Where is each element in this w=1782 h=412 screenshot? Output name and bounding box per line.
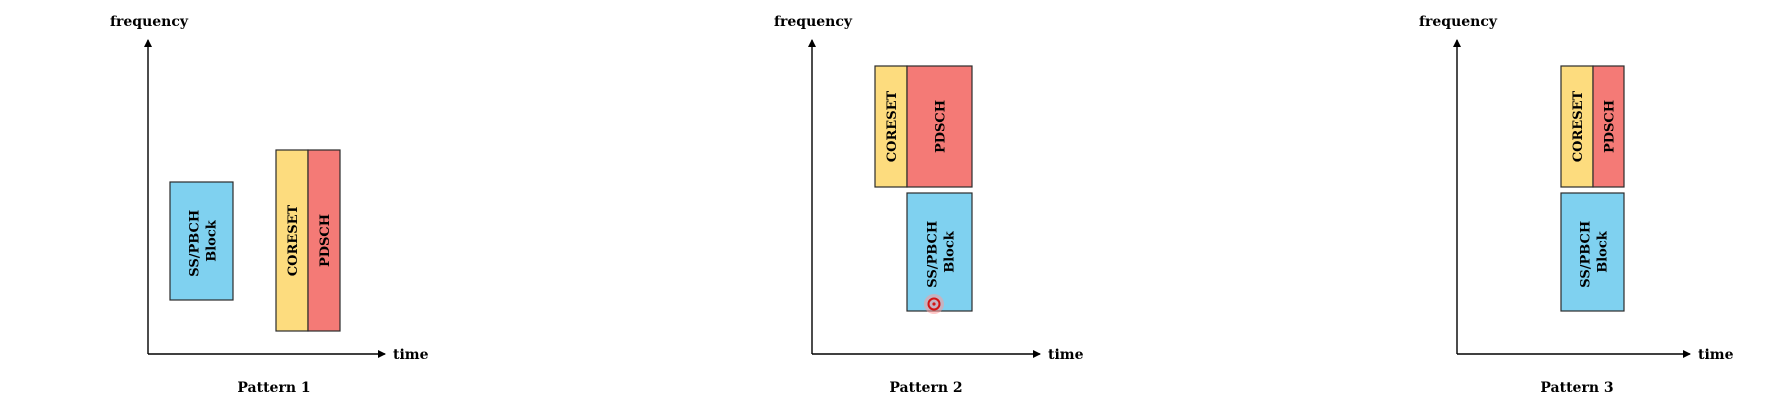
pdsch-label-line: PDSCH [318,214,333,267]
coreset-block: CORESET [1560,65,1594,188]
frequency-axis-label: frequency [110,14,189,30]
ss-pbch-block-label: SS/PBCH Block [188,205,220,276]
pattern-3: frequency time Pattern 3 CORESET PDSCH S… [1419,14,1734,396]
pdsch-block: PDSCH [906,65,973,188]
ss-pbch-label-line-1: SS/PBCH [926,221,941,288]
pdsch-block-label: PDSCH [318,214,333,267]
ss-pbch-label-line-2: Block [943,230,958,273]
ss-pbch-block-rect [1560,192,1625,312]
ss-pbch-block-label: SS/PBCH Block [926,216,958,287]
mouse-cursor-indicator [924,294,944,314]
ss-pbch-block: SS/PBCH Block [169,181,234,301]
pattern-2: frequency time Pattern 2 CORESET PDSCH S… [774,14,1084,396]
pdsch-block-rect [906,65,973,188]
frequency-axis-label: frequency [774,14,853,30]
pattern-caption: Pattern 3 [1540,380,1613,396]
pdsch-block: PDSCH [1592,65,1625,188]
coreset-block-rect [275,149,309,332]
pdsch-label-line: PDSCH [934,100,949,153]
ss-pbch-label-line-1: SS/PBCH [188,210,203,277]
ss-pbch-block-label: SS/PBCH Block [1579,216,1611,287]
coreset-block-label: CORESET [885,90,900,162]
coreset-block-label: CORESET [286,204,301,276]
pdsch-block-rect [307,149,341,332]
pdsch-block-label: PDSCH [934,100,949,153]
pattern-caption: Pattern 1 [237,380,310,396]
time-axis-label: time [1048,347,1084,363]
coreset-label-line: CORESET [885,90,900,162]
ss-pbch-block-rect [169,181,234,301]
coreset-block: CORESET [275,149,309,332]
ss-pbch-block: SS/PBCH Block [1560,192,1625,312]
coreset-block: CORESET [874,65,908,188]
ss-pbch-block: SS/PBCH Block [906,192,973,312]
ss-pbch-block-rect [906,192,973,312]
cursor-ring [927,297,941,311]
coreset-block-rect [1560,65,1594,188]
cursor-dot [932,302,936,306]
coreset-label-line: CORESET [1571,90,1586,162]
ss-pbch-label-line-2: Block [1596,230,1611,273]
ss-pbch-label-line-2: Block [205,219,220,262]
time-axis-label: time [393,347,429,363]
coreset-block-label: CORESET [1571,90,1586,162]
pdsch-block-rect [1592,65,1625,188]
pattern-1: frequency time Pattern 1 SS/PBCH Block C… [110,14,429,396]
pdsch-block: PDSCH [307,149,341,332]
frequency-axis-label: frequency [1419,14,1498,30]
coreset-label-line: CORESET [286,204,301,276]
pattern-caption: Pattern 2 [889,380,962,396]
ss-pbch-label-line-1: SS/PBCH [1579,221,1594,288]
pdsch-label-line: PDSCH [1603,100,1618,153]
pdsch-block-label: PDSCH [1603,100,1618,153]
time-axis-label: time [1698,347,1734,363]
coreset-block-rect [874,65,908,188]
